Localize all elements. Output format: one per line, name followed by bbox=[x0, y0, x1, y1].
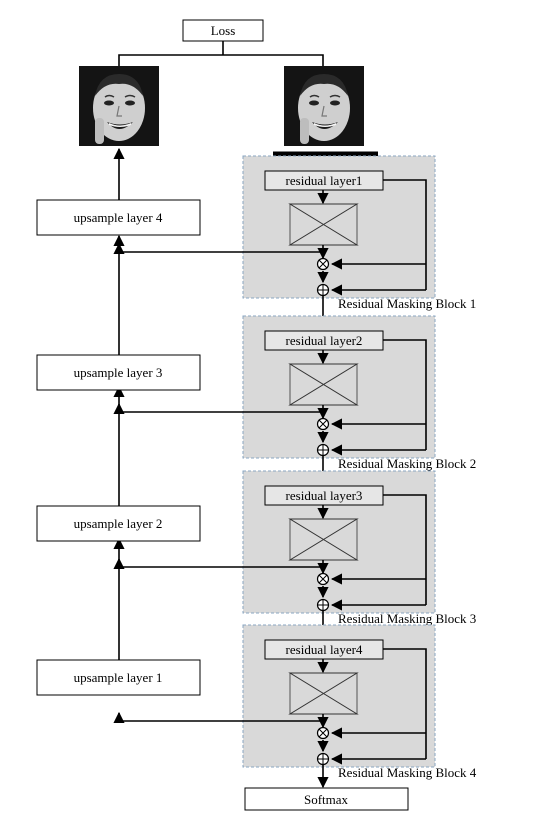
upsample-box bbox=[36, 354, 201, 391]
upsample-label: upsample layer 3 bbox=[74, 365, 163, 380]
add-plus-icon bbox=[317, 753, 329, 765]
trunk-skip-line bbox=[383, 648, 427, 759]
loss-label: Loss bbox=[211, 23, 236, 38]
upsample-box bbox=[36, 505, 201, 542]
upsample-layer-box: upsample layer 1 bbox=[36, 659, 201, 696]
softmax-label: Softmax bbox=[304, 792, 349, 807]
add-plus-icon bbox=[317, 599, 329, 611]
reconstructed-face-image bbox=[79, 66, 159, 146]
residual-layer-label: residual layer3 bbox=[286, 488, 363, 503]
block-label: Residual Masking Block 4 bbox=[338, 765, 477, 780]
upsample-box bbox=[36, 199, 201, 236]
block-label: Residual Masking Block 3 bbox=[338, 611, 476, 626]
loss-connector bbox=[118, 54, 324, 66]
trunk-skip-line bbox=[383, 339, 427, 450]
upsample-box bbox=[36, 659, 201, 696]
upsample-label: upsample layer 4 bbox=[74, 210, 163, 225]
connector-lines bbox=[113, 41, 378, 789]
add-plus-icon bbox=[317, 444, 329, 456]
loss-box bbox=[182, 19, 264, 42]
trunk-skip-line bbox=[383, 494, 427, 605]
softmax-box bbox=[244, 787, 409, 811]
multiply-cross-icon bbox=[318, 259, 328, 269]
multiply-cross-icon bbox=[318, 728, 328, 738]
residual-layer-label: residual layer1 bbox=[286, 173, 363, 188]
input-face-image bbox=[284, 66, 364, 146]
residual-layer-label: residual layer4 bbox=[286, 642, 363, 657]
add-plus-icon bbox=[317, 284, 329, 296]
upsample-label: upsample layer 2 bbox=[74, 516, 163, 531]
block-label: Residual Masking Block 1 bbox=[338, 296, 476, 311]
upsample-layer-box: upsample layer 2 bbox=[36, 505, 201, 542]
upsample-label: upsample layer 1 bbox=[74, 670, 163, 685]
trunk-skip-line bbox=[383, 179, 427, 290]
upsample-layers: upsample layer 4 upsample layer 3 upsample… bbox=[36, 199, 201, 696]
upsample-layer-box: upsample layer 4 bbox=[36, 199, 201, 236]
upsample-layer-box: upsample layer 3 bbox=[36, 354, 201, 391]
multiply-cross-icon bbox=[318, 419, 328, 429]
residual-layer-label: residual layer2 bbox=[286, 333, 363, 348]
block-label: Residual Masking Block 2 bbox=[338, 456, 476, 471]
multiply-cross-icon bbox=[318, 574, 328, 584]
